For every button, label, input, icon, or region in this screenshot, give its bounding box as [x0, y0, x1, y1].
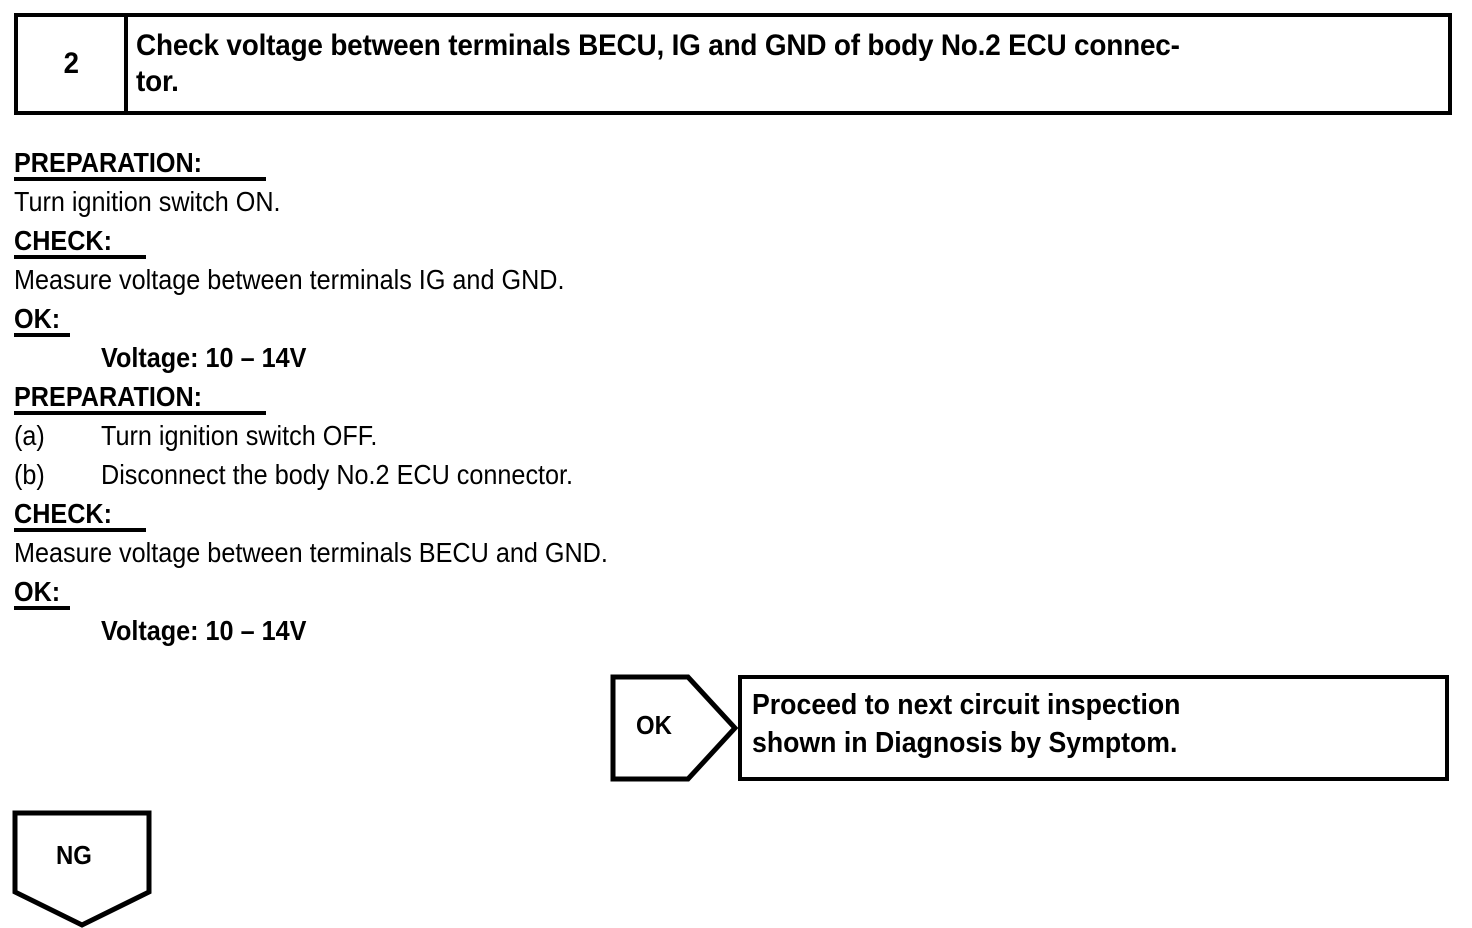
step-number: 2 [63, 47, 79, 80]
ok-result-line-2: shown in Diagnosis by Symptom. [752, 727, 1178, 759]
list-item-text: Disconnect the body No.2 ECU connector. [101, 459, 574, 490]
check-heading-2: CHECK: [14, 494, 1214, 533]
list-item-text: Turn ignition switch OFF. [101, 420, 378, 451]
heading-underline [14, 255, 146, 259]
procedure-body: PREPARATION: Turn ignition switch ON. CH… [14, 143, 1214, 650]
heading-underline [14, 333, 70, 337]
heading-underline [14, 177, 266, 181]
ng-branch-label: NG [56, 840, 92, 870]
ng-arrow-pentagon-icon [12, 810, 152, 928]
step-title-cell: Check voltage between terminals BECU, IG… [128, 17, 1448, 111]
list-item-marker: (a) [14, 420, 45, 451]
ok-value-2: Voltage: 10 – 14V [101, 615, 307, 646]
list-item: (a) Turn ignition switch OFF. [14, 416, 1214, 455]
check-text-1: Measure voltage between terminals IG and… [14, 264, 565, 295]
ok-value-1: Voltage: 10 – 14V [101, 342, 307, 373]
preparation-text-1: Turn ignition switch ON. [14, 186, 281, 217]
heading-underline [14, 606, 70, 610]
heading-underline [14, 528, 146, 532]
step-header-table: 2 Check voltage between terminals BECU, … [14, 13, 1452, 115]
preparation-heading-2: PREPARATION: [14, 377, 1214, 416]
step-title-line-2: tor. [136, 65, 179, 98]
ok-branch-label: OK [636, 710, 672, 740]
list-item: (b) Disconnect the body No.2 ECU connecto… [14, 455, 1214, 494]
ng-branch: NG [12, 810, 152, 928]
heading-underline [14, 411, 266, 415]
ok-result-line-1: Proceed to next circuit inspection [752, 689, 1181, 721]
check-text-2: Measure voltage between terminals BECU a… [14, 537, 608, 568]
ok-arrow-pentagon-icon [610, 674, 738, 782]
list-item-marker: (b) [14, 459, 45, 490]
check-heading-1: CHECK: [14, 221, 1214, 260]
step-number-cell: 2 [18, 17, 128, 111]
preparation-heading-1: PREPARATION: [14, 143, 1214, 182]
ok-result-box: Proceed to next circuit inspection shown… [738, 675, 1449, 781]
ok-heading-2: OK: [14, 572, 1214, 611]
step-title-line-1: Check voltage between terminals BECU, IG… [136, 29, 1180, 62]
ok-heading-1: OK: [14, 299, 1214, 338]
